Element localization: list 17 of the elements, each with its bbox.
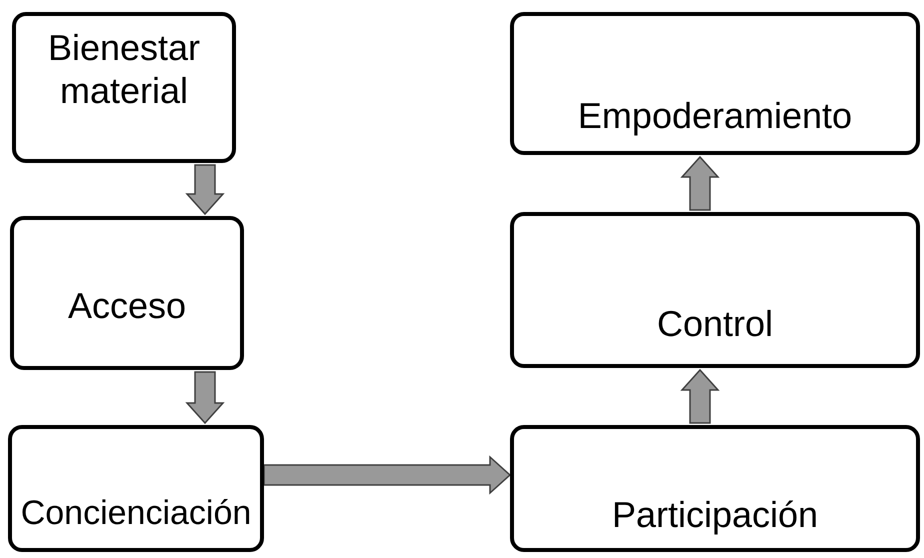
process-box <box>8 425 264 552</box>
box-label: Bienestar material <box>46 26 202 112</box>
block-arrow <box>263 455 512 495</box>
box-label: Control <box>656 302 774 346</box>
block-arrow <box>185 164 225 216</box>
box-label: Empoderamiento <box>576 94 854 138</box>
block-arrow <box>680 156 720 211</box>
block-arrow <box>185 371 225 424</box>
box-label: Acceso <box>66 284 188 328</box>
process-box <box>12 12 236 163</box>
process-box <box>10 216 244 370</box>
process-box <box>510 212 920 368</box>
block-arrow <box>680 368 720 424</box>
box-label: Concienciación <box>20 493 252 534</box>
process-box <box>510 12 920 155</box>
box-label: Participación <box>610 493 820 536</box>
process-box <box>510 425 920 552</box>
